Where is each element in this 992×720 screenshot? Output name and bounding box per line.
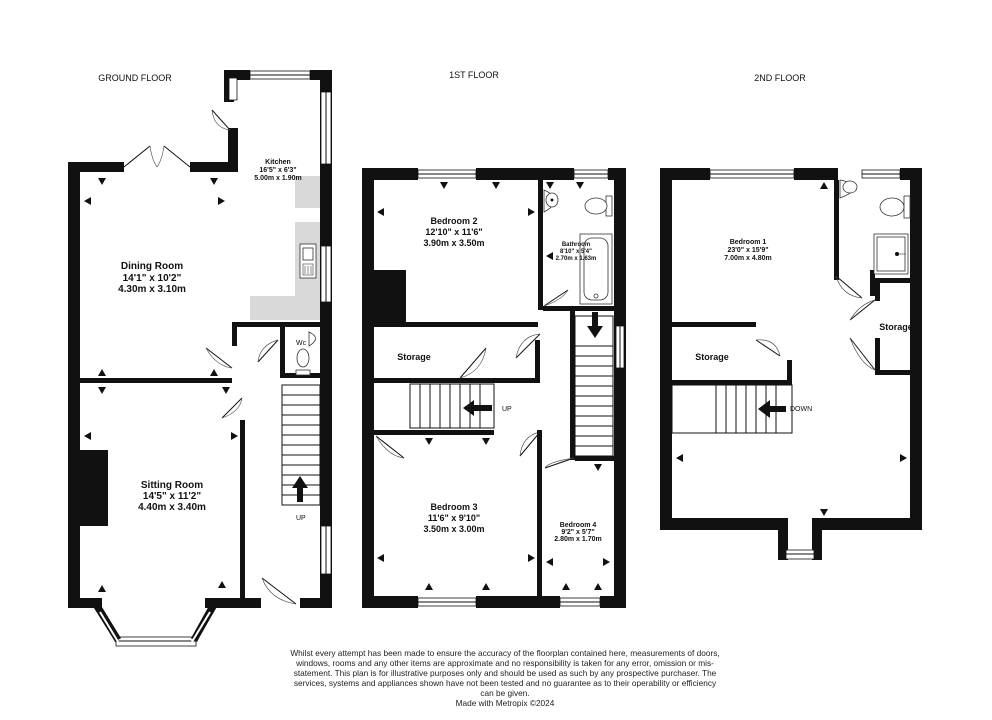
bedroom3-name: Bedroom 3 (430, 502, 477, 512)
ground-floor-plan: Wc (68, 70, 332, 647)
bathroom-name: Bathroom (562, 242, 590, 248)
bedroom2-name: Bedroom 2 (430, 216, 477, 226)
second-floor-plan: Storage Storage DOWN Bedroom 1 23'0" x 1… (660, 168, 922, 560)
bathroom-imperial: 8'10" x 5'4" (560, 249, 592, 255)
bedroom3-imperial: 11'6" x 9'10" (428, 513, 480, 523)
ground-floor-title: GROUND FLOOR (98, 73, 172, 83)
kitchen-imperial: 16'5" x 6'3" (259, 167, 296, 174)
ground-stairs-up-label: UP (296, 515, 306, 522)
second-floor-title: 2ND FLOOR (754, 73, 806, 83)
ground-staircase (281, 384, 321, 506)
bedroom4-name: Bedroom 4 (560, 522, 597, 529)
storage-right-name: Storage (879, 322, 913, 332)
storage-left-name: Storage (695, 352, 729, 362)
bedroom1-imperial: 23'0" x 15'9" (727, 247, 768, 254)
bedroom2-metric: 3.90m x 3.50m (423, 238, 484, 248)
dining-room-name: Dining Room (121, 261, 183, 272)
toilet-icon (295, 348, 311, 376)
disclaimer-text: Whilst every attempt has been made to en… (290, 648, 720, 698)
disclaimer: Whilst every attempt has been made to en… (290, 648, 720, 708)
bedroom3-metric: 3.50m x 3.00m (423, 524, 484, 534)
toilet-icon (584, 195, 613, 217)
sitting-room-imperial: 14'5" x 11'2" (143, 491, 201, 502)
kitchen-worktop (295, 176, 320, 208)
bedroom1-name: Bedroom 1 (730, 239, 767, 246)
first-staircase-main (574, 312, 614, 457)
sitting-room-name: Sitting Room (141, 480, 203, 491)
kitchen-worktop (250, 296, 320, 320)
second-staircase (671, 384, 793, 434)
bath-icon (579, 233, 613, 305)
sitting-room-metric: 4.40m x 3.40m (138, 502, 206, 513)
bedroom1-metric: 7.00m x 4.80m (724, 255, 771, 262)
basin-icon (308, 331, 316, 347)
wc-label: Wc (296, 340, 307, 347)
first-staircase-upper (409, 383, 495, 429)
kitchen-metric: 5.00m x 1.90m (254, 175, 301, 182)
first-stairs-up-label: UP (502, 406, 512, 413)
bathroom-metric: 2.70m x 1.63m (556, 256, 597, 262)
toilet-icon (879, 195, 911, 219)
shower-icon (873, 233, 909, 275)
bedroom4-imperial: 9'2" x 5'7" (561, 529, 594, 536)
metropix-credit: Made with Metropix ©2024 (455, 698, 555, 708)
bedroom4-metric: 2.80m x 1.70m (554, 536, 601, 543)
basin-icon (839, 179, 858, 199)
dining-room-imperial: 14'1" x 10'2" (123, 273, 182, 284)
storage-first-name: Storage (397, 352, 431, 362)
dining-room-metric: 4.30m x 3.10m (118, 284, 186, 295)
first-floor-title: 1ST FLOOR (449, 70, 499, 80)
second-stairs-down-label: DOWN (790, 406, 812, 413)
basin-icon (543, 189, 559, 213)
sink-icon (299, 243, 317, 279)
first-floor-plan: Storage UP (362, 168, 626, 608)
kitchen-name: Kitchen (265, 159, 291, 166)
bedroom2-imperial: 12'10" x 11'6" (425, 227, 482, 237)
